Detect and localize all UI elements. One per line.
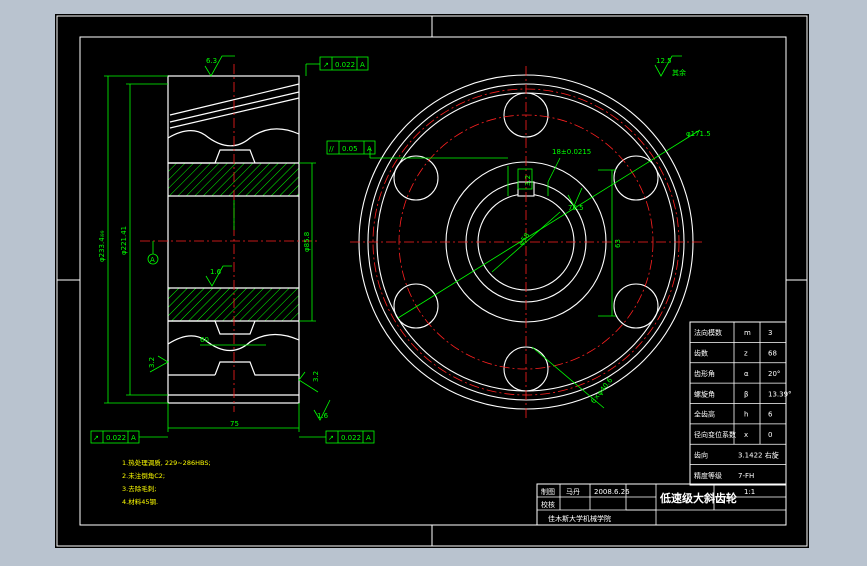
front-dimension-lines (326, 129, 701, 409)
roughness-right-label: 3.2 (312, 371, 320, 382)
roughness-lower-label: 1.6 (317, 412, 329, 420)
param-symbol: α (744, 370, 749, 378)
param-name: 法向模数 (694, 328, 722, 337)
hub-dim-label: 63 (614, 239, 622, 248)
runout-bl-value: 0.022 (106, 434, 126, 442)
runout-br-datum: A (366, 434, 371, 442)
keyway-width-label: 18±0.0215 (552, 148, 591, 156)
param-value: 6 (768, 411, 773, 419)
svg-text://: // (329, 145, 334, 153)
pitch-circle-label: φ171.5 (686, 130, 711, 138)
runout-top-value: 0.022 (335, 61, 355, 69)
side-dimension-lines (104, 75, 316, 432)
school-name: 佳木斯大学机械学院 (548, 514, 611, 523)
keyway-depth-label: 76.5 (568, 204, 584, 212)
checker-label: 校核 (541, 500, 555, 509)
param-name: 齿数 (694, 349, 708, 358)
param-value: 13.39° (768, 390, 792, 398)
side-tolerance-frames (90, 56, 375, 444)
param-value: 3.1422 右旋 (738, 450, 779, 459)
note-3: 3.去除毛刺; (122, 484, 156, 493)
keyway-roughness-label: 3.2 (524, 175, 532, 186)
side-view: φ233.4ᵢ₉₉ φ221.41 φ85.8 75 60 6.3 1.6 3.… (90, 55, 375, 444)
technical-notes: 1.热处理调质, 229~286HBS; 2.未注倒角C2; 3.去除毛刺; 4… (122, 458, 211, 506)
parallel-tolerance-value: 0.05 (342, 145, 358, 153)
sheet-inner-frame (79, 36, 787, 526)
drafter-name: 马丹 (566, 488, 580, 496)
title-block: 制图 马丹 2008.6.26 校核 佳木斯大学机械学院 1:1 低速级大斜齿轮 (536, 483, 787, 526)
side-centerlines (140, 64, 320, 412)
param-symbol: h (744, 411, 748, 419)
datum-a-label: A (150, 256, 155, 264)
param-value: 7-FH (738, 472, 754, 480)
note-4: 4.材料45钢. (122, 497, 158, 506)
front-roughness-symbols (567, 55, 682, 207)
param-name: 齿形角 (694, 369, 715, 378)
param-symbol: m (744, 329, 751, 337)
note-1: 1.热处理调质, 229~286HBS; (122, 458, 211, 467)
param-value: 0 (768, 431, 772, 439)
rest-roughness-label: 其余 (672, 68, 686, 77)
param-symbol: x (744, 431, 748, 439)
param-name: 全齿高 (694, 410, 715, 419)
roughness-hub-label: 1.6 (210, 268, 222, 276)
runout-br-value: 0.022 (341, 434, 361, 442)
drafter-label: 制图 (541, 487, 555, 496)
roughness-top-label: 6.3 (206, 57, 217, 65)
runout-top-datum: A (360, 61, 365, 69)
hub-width-label: 60 (200, 336, 209, 344)
param-value: 68 (768, 350, 777, 358)
param-name: 螺旋角 (694, 389, 715, 398)
param-symbol: β (744, 390, 748, 398)
parameter-table: 法向模数 m 3 齿数 z 68 齿形角 α 20° 螺旋角 β 13.39° 全齿高 h 6 径向变位系数 x… (689, 321, 792, 486)
roughness-side-label: 3.2 (148, 357, 156, 368)
param-value: 3 (768, 329, 772, 337)
centering-marks (57, 16, 807, 546)
width-dimension-label: 75 (230, 420, 239, 428)
side-tol-symbols: ↗ ↗ ↗ (93, 61, 334, 442)
side-outline (167, 75, 300, 404)
note-2: 2.未注倒角C2; (122, 471, 165, 480)
outer-diameter-label: φ233.4ᵢ₉₉ (98, 230, 106, 262)
param-symbol: z (744, 350, 748, 358)
rest-roughness-value: 12.5 (656, 57, 672, 65)
runout-bl-datum: A (131, 434, 136, 442)
drawing-sheet (55, 14, 809, 548)
hatch-area-upper (168, 163, 299, 321)
pitch-diameter-label: φ221.41 (120, 226, 128, 255)
svg-text:↗: ↗ (328, 434, 334, 442)
svg-text:↗: ↗ (93, 434, 99, 442)
hub-diameter-label: φ85.8 (303, 232, 311, 252)
front-view: 0.05 A // 18±0.0215 3.2 76.5 φ58 63 φ171… (326, 55, 711, 418)
param-name: 齿向 (694, 450, 708, 459)
side-texts: φ233.4ᵢ₉₉ φ221.41 φ85.8 75 60 6.3 1.6 3.… (98, 57, 371, 442)
param-name: 精度等级 (694, 471, 722, 480)
param-value: 20° (768, 370, 780, 378)
side-roughness-symbols (149, 55, 331, 421)
drawing-title: 低速级大斜齿轮 (659, 491, 737, 505)
scale-value: 1:1 (744, 488, 755, 496)
svg-text:↗: ↗ (323, 61, 329, 69)
param-name: 径向变位系数 (694, 430, 736, 439)
parallel-tolerance-datum: A (367, 145, 372, 153)
draw-date: 2008.6.26 (594, 488, 630, 496)
